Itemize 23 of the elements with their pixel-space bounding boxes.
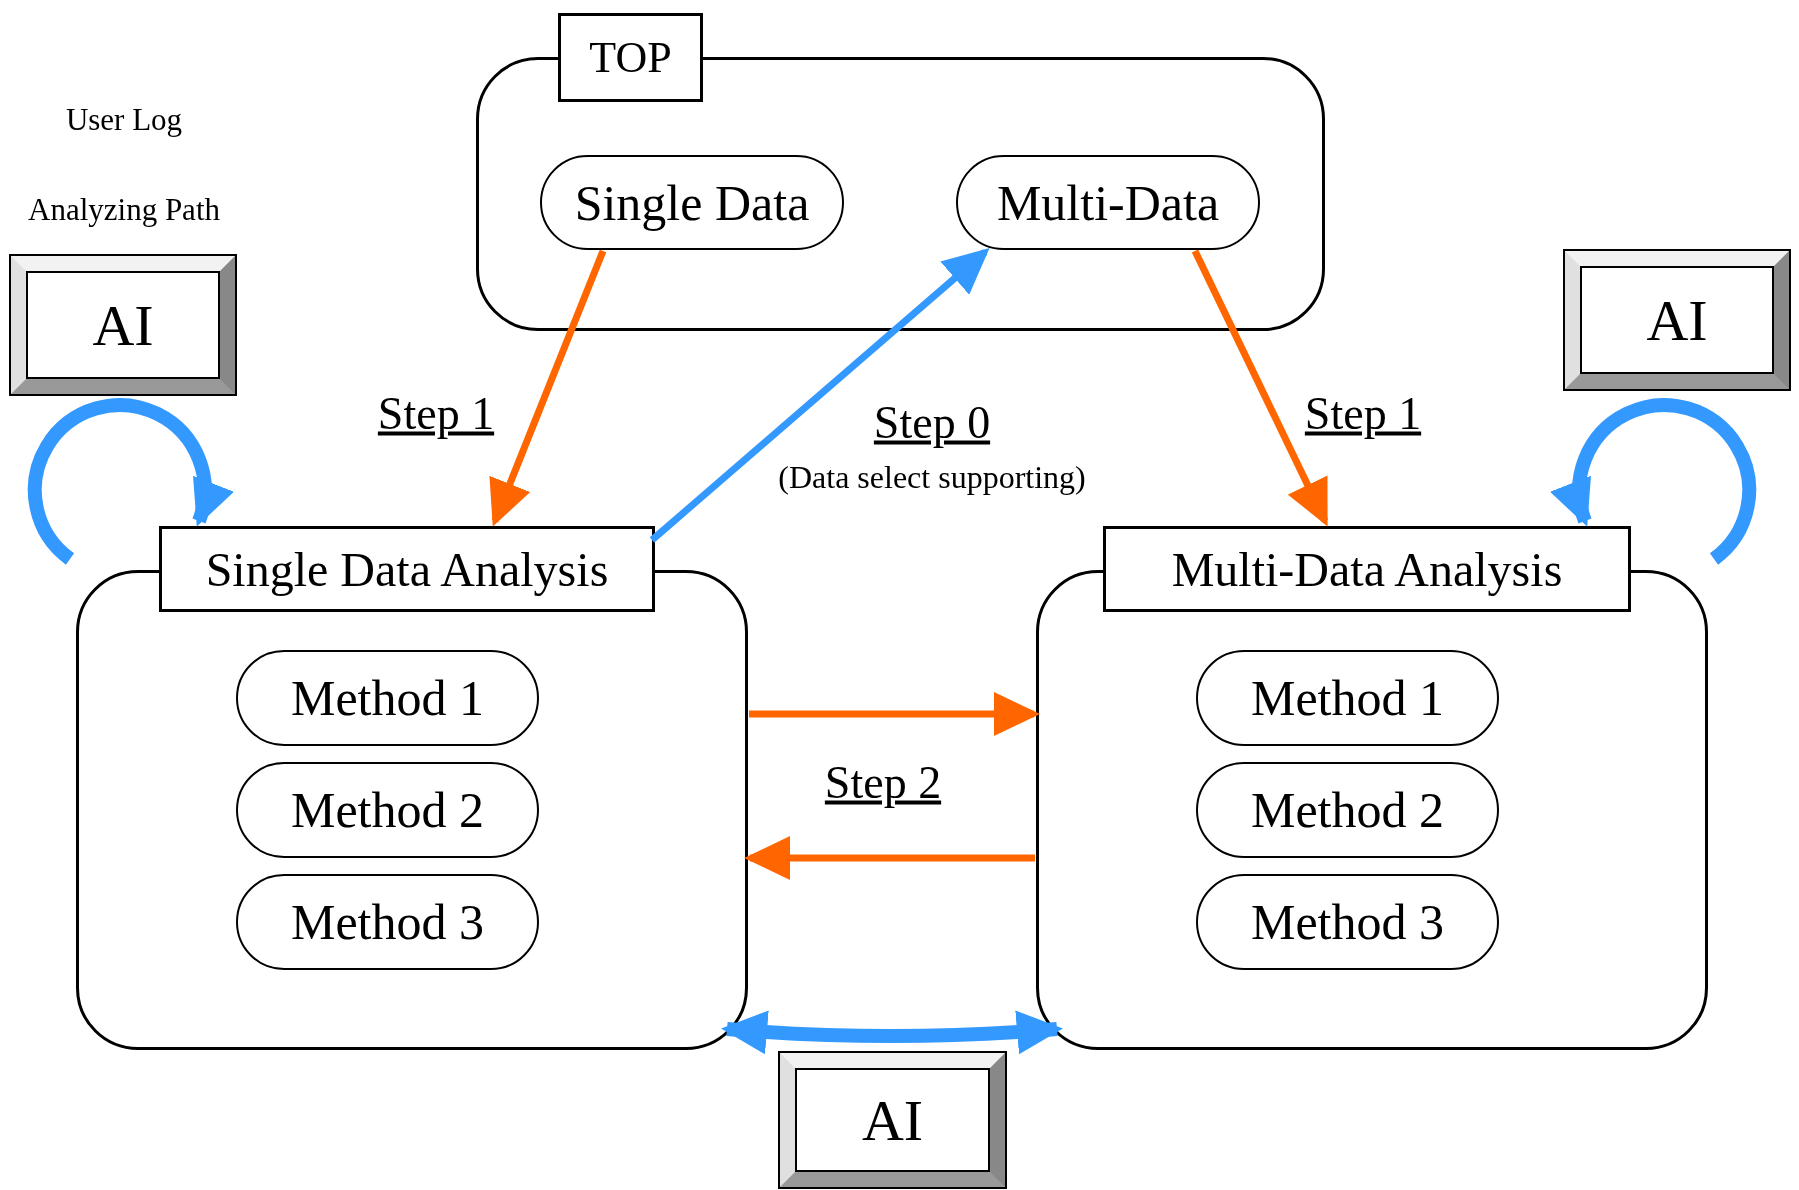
pill-box: Single Data: [540, 155, 844, 250]
title-tab: TOP: [558, 13, 703, 102]
pill-box: Method 3: [1196, 874, 1499, 970]
arrow: [27, 398, 233, 565]
arrow: [489, 249, 607, 527]
pill-box: Method 1: [1196, 650, 1499, 746]
pill-box: Multi-Data: [956, 155, 1260, 250]
pill-box: Method 2: [1196, 762, 1499, 858]
arrow: [721, 1010, 1063, 1055]
arrow: [1191, 249, 1329, 527]
note-text: (Data select supporting): [778, 458, 1086, 496]
pill-box: Method 2: [236, 762, 539, 858]
note-text: Analyzing Path: [28, 192, 220, 228]
pill-box: Method 1: [236, 650, 539, 746]
title-tab: Single Data Analysis: [159, 526, 655, 612]
title-tab: Multi-Data Analysis: [1103, 526, 1631, 612]
arrow: [1551, 398, 1757, 565]
ai-panel: AI: [11, 256, 235, 394]
ai-panel: AI: [780, 1053, 1005, 1187]
note-text: User Log: [65, 102, 183, 138]
pill-box: Method 3: [236, 874, 539, 970]
arrow: [649, 248, 990, 543]
ai-panel: AI: [1565, 251, 1789, 389]
